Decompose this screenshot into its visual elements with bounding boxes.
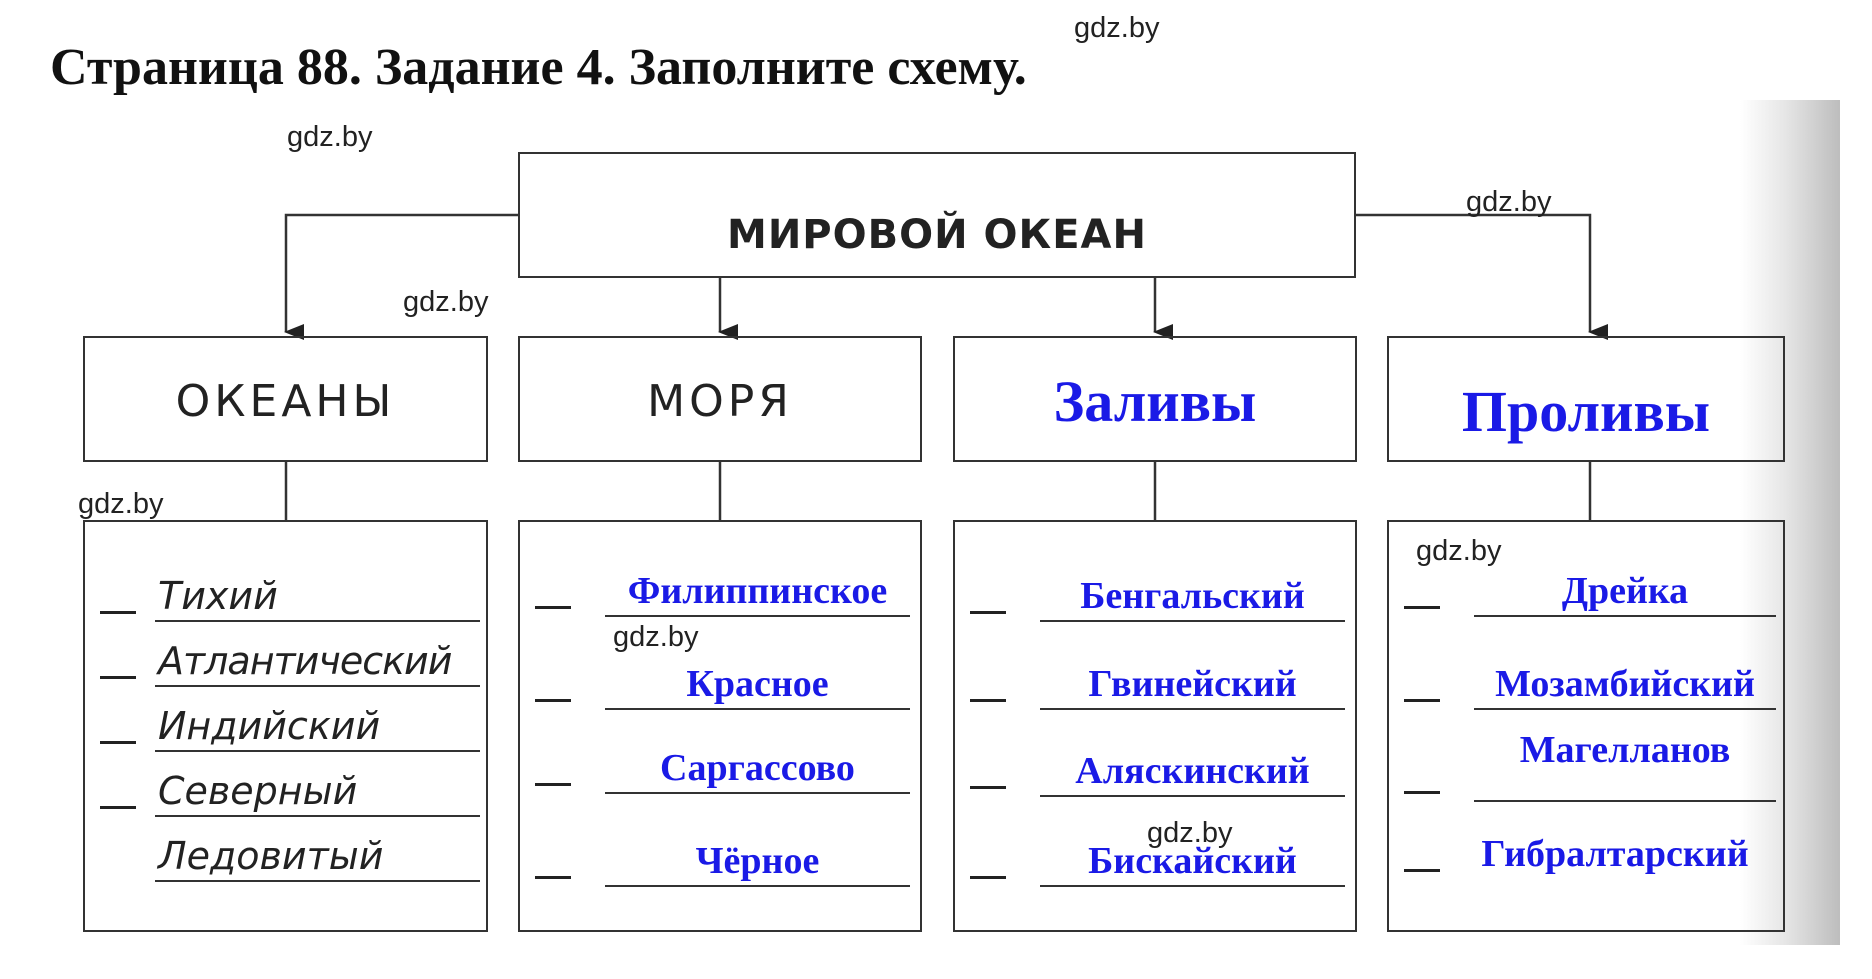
list-item: Ледовитый: [100, 834, 480, 884]
watermark: gdz.by: [1416, 535, 1502, 567]
list-item: Бискайский: [970, 840, 1345, 889]
heading-box-gulfs: Заливы: [953, 336, 1357, 462]
heading-gulfs: Заливы: [1053, 369, 1257, 434]
heading-box-oceans: ОКЕАНЫ: [83, 336, 488, 462]
list-item: Магелланов: [1404, 729, 1776, 804]
items-box-oceans: Тихий Атлантический Индийский Северный Л…: [83, 520, 488, 932]
heading-oceans: ОКЕАНЫ: [175, 376, 396, 427]
watermark: gdz.by: [403, 286, 489, 318]
arrow-to-oceans: [284, 213, 518, 340]
list-item: Гибралтарский: [1404, 833, 1776, 882]
list-item: Северный: [100, 769, 480, 819]
watermark: gdz.by: [287, 121, 373, 153]
watermark: gdz.by: [613, 621, 699, 653]
page-title: Страница 88. Задание 4. Заполните схему.: [50, 39, 1027, 96]
items-box-gulfs: Бенгальский Гвинейский Аляскинский Биска…: [953, 520, 1357, 932]
list-item: Тихий: [100, 574, 480, 624]
watermark: gdz.by: [1147, 817, 1233, 849]
watermark: gdz.by: [78, 488, 164, 520]
list-item: Индийский: [100, 704, 480, 754]
root-label: МИРОВОЙ ОКЕАН: [727, 212, 1147, 258]
list-item: Дрейка: [1404, 570, 1776, 619]
list-item: Филиппинское: [535, 570, 910, 619]
items-box-seas: Филиппинское Красное Саргассово Чёрное: [518, 520, 922, 932]
root-box: МИРОВОЙ ОКЕАН: [518, 152, 1356, 278]
heading-seas: МОРЯ: [647, 376, 793, 427]
list-item: Саргассово: [535, 747, 910, 796]
items-box-straits: Дрейка Мозамбийский Магелланов Гибралтар…: [1387, 520, 1785, 932]
list-item: Аляскинский: [970, 750, 1345, 799]
watermark: gdz.by: [1074, 12, 1160, 44]
list-item: Мозамбийский: [1404, 663, 1776, 712]
list-item: Чёрное: [535, 840, 910, 889]
list-item: Бенгальский: [970, 575, 1345, 624]
heading-box-straits: Проливы: [1387, 336, 1785, 462]
heading-box-seas: МОРЯ: [518, 336, 922, 462]
list-item: Красное: [535, 663, 910, 712]
list-item: Атлантический: [100, 639, 480, 689]
list-item: Гвинейский: [970, 663, 1345, 712]
page-edge-shadow: [1740, 100, 1840, 945]
watermark: gdz.by: [1466, 186, 1552, 218]
heading-straits: Проливы: [1461, 379, 1711, 444]
arrow-to-straits: [1356, 213, 1608, 340]
